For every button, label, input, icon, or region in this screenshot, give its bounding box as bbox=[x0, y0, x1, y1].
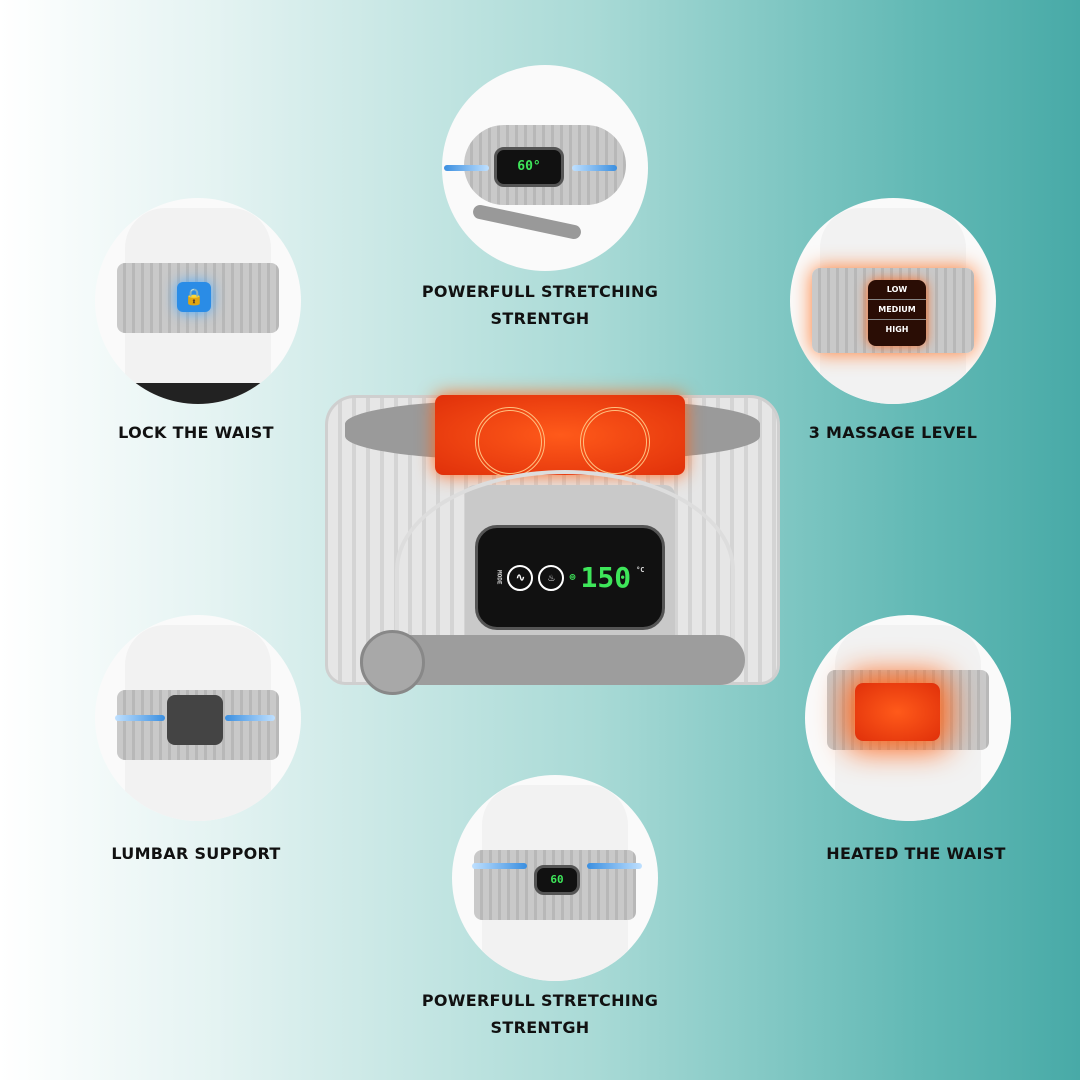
belt-display: 60° bbox=[494, 147, 564, 187]
temperature-readout: 150 bbox=[580, 560, 632, 594]
label-massage: 3 MASSAGE LEVEL bbox=[808, 423, 978, 442]
main-display: MODE ∿ ♨ ⊚ 150 °C bbox=[475, 525, 665, 630]
heating-pad bbox=[855, 683, 940, 741]
label-lock: LOCK THE WAIST bbox=[118, 423, 274, 442]
belt-panel bbox=[167, 695, 223, 745]
label-stretching-bottom: POWERFULL STRETCHING STRENTGH bbox=[422, 987, 658, 1041]
belt-display: 60 bbox=[534, 865, 580, 895]
stretch-arrow-icon bbox=[572, 165, 617, 171]
stretch-arrow-icon bbox=[225, 715, 275, 721]
stretch-arrow-icon bbox=[444, 165, 489, 171]
label-line: STRENTGH bbox=[490, 1018, 590, 1037]
stretch-arrow-icon bbox=[115, 715, 165, 721]
pump-button bbox=[360, 630, 425, 695]
lock-icon: ⊚ bbox=[569, 572, 576, 583]
pump-handle bbox=[471, 203, 583, 241]
level-high: HIGH bbox=[885, 325, 909, 334]
lock-icon: 🔒 bbox=[177, 282, 211, 312]
display-row: MODE ∿ ♨ ⊚ 150 °C bbox=[478, 528, 662, 627]
heat-coil-icon bbox=[580, 407, 650, 477]
label-line: POWERFULL STRETCHING bbox=[421, 991, 659, 1010]
mode-label: MODE bbox=[495, 570, 503, 585]
stretch-arrow-icon bbox=[587, 863, 642, 869]
massage-level-panel: LOW MEDIUM HIGH bbox=[868, 280, 926, 346]
heat-mode-icon: ♨ bbox=[538, 564, 565, 591]
temperature-unit: °C bbox=[636, 565, 645, 574]
stretch-arrow-icon bbox=[472, 863, 527, 869]
feature-image-massage: LOW MEDIUM HIGH bbox=[790, 198, 996, 404]
level-medium: MEDIUM bbox=[868, 300, 926, 320]
label-lumbar: LUMBAR SUPPORT bbox=[111, 844, 281, 863]
feature-image-stretching-bottom: 60 bbox=[452, 775, 658, 981]
label-heated: HEATED THE WAIST bbox=[826, 844, 1006, 863]
product-belt: MODE ∿ ♨ ⊚ 150 °C bbox=[315, 375, 790, 695]
level-low: LOW bbox=[868, 280, 926, 300]
heat-coil-icon bbox=[475, 407, 545, 477]
heating-pad bbox=[435, 395, 685, 477]
feature-image-stretching-top: 60° bbox=[442, 65, 648, 271]
feature-image-lock: 🔒 bbox=[95, 198, 301, 404]
trousers bbox=[125, 383, 271, 404]
label-stretching-top: POWERFULL STRETCHING STRENTGH bbox=[422, 278, 658, 332]
label-line: STRENTGH bbox=[490, 309, 590, 328]
massage-mode-icon: ∿ bbox=[507, 564, 534, 591]
feature-image-heated bbox=[805, 615, 1011, 821]
label-line: POWERFULL STRETCHING bbox=[421, 282, 659, 301]
feature-image-lumbar bbox=[95, 615, 301, 821]
